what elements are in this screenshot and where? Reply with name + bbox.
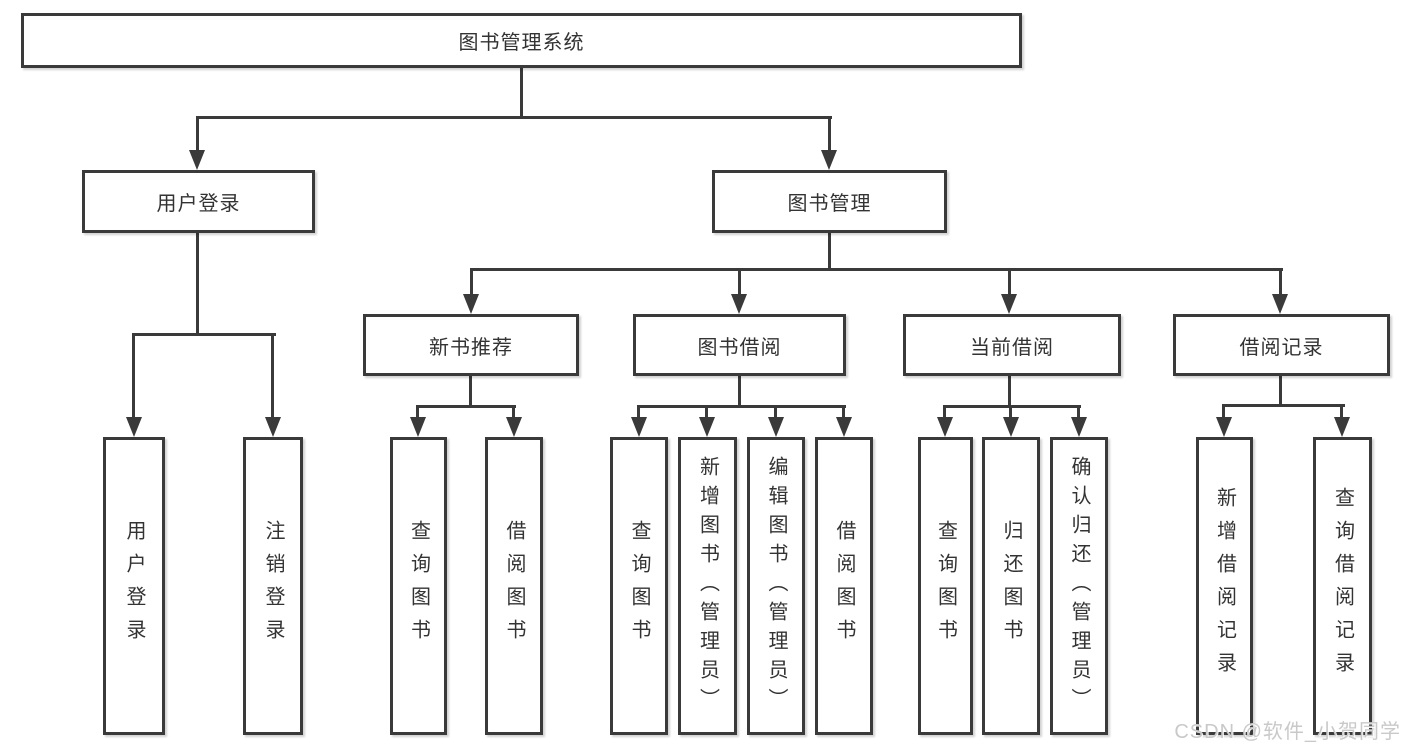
connector-line <box>1279 269 1282 296</box>
arrowhead <box>768 417 784 437</box>
node-label: 当前借阅 <box>970 336 1054 359</box>
node-current-borrow: 当前借阅 <box>903 314 1121 376</box>
leaf-query-borrow-record: 查询借阅记录 <box>1313 437 1372 735</box>
leaf-add-books-admin: 新增图书（管理员） <box>678 437 737 735</box>
leaf-label: 新增借阅记录 <box>1213 487 1236 685</box>
connector-line <box>828 233 831 271</box>
arrowhead <box>699 417 715 437</box>
node-root-library-system: 图书管理系统 <box>21 13 1022 68</box>
connector-line <box>1222 404 1345 407</box>
node-label: 图书管理系统 <box>458 32 585 54</box>
arrowhead <box>1071 417 1087 437</box>
arrowhead <box>937 417 953 437</box>
leaf-add-borrow-record: 新增借阅记录 <box>1196 437 1253 735</box>
connector-line <box>774 405 777 419</box>
leaf-label: 注销登录 <box>262 520 284 652</box>
connector-line <box>1077 405 1080 419</box>
connector-line <box>943 405 946 419</box>
connector-line <box>1340 404 1343 419</box>
arrowhead <box>1216 417 1232 437</box>
leaf-label: 用户登录 <box>123 520 145 652</box>
csdn-watermark: CSDN @软件_小贺同学 <box>1174 721 1401 743</box>
arrowhead <box>731 294 747 314</box>
connector-line <box>637 405 846 408</box>
arrowhead <box>1003 417 1019 437</box>
node-label: 借阅记录 <box>1239 336 1324 359</box>
leaf-label: 归还图书 <box>1000 520 1022 652</box>
leaf-label: 编辑图书（管理员） <box>765 455 787 717</box>
connector-line <box>520 68 523 119</box>
leaf-return-books: 归还图书 <box>982 437 1040 735</box>
arrowhead <box>126 417 142 437</box>
leaf-label: 查询图书 <box>407 520 430 652</box>
leaf-label: 借阅图书 <box>503 520 525 652</box>
leaf-query-books-1: 查询图书 <box>390 437 447 735</box>
connector-line <box>1008 269 1011 296</box>
connector-line <box>512 405 515 419</box>
node-label: 图书管理 <box>787 193 872 215</box>
leaf-edit-books-admin: 编辑图书（管理员） <box>747 437 805 735</box>
leaf-logout: 注销登录 <box>243 437 303 735</box>
connector-line <box>705 405 708 419</box>
arrowhead <box>265 417 281 437</box>
arrowhead <box>506 417 522 437</box>
connector-line <box>943 405 1081 408</box>
connector-line <box>132 333 135 419</box>
node-borrow-records: 借阅记录 <box>1173 314 1390 376</box>
leaf-label: 查询图书 <box>628 520 650 652</box>
arrowhead <box>836 417 852 437</box>
connector-line <box>469 376 472 407</box>
connector-line <box>1222 404 1225 419</box>
connector-line <box>1008 376 1011 407</box>
leaf-borrow-books-2: 借阅图书 <box>815 437 873 735</box>
node-new-book-recommend: 新书推荐 <box>363 314 579 376</box>
arrowhead <box>189 150 205 170</box>
connector-line <box>1009 405 1012 419</box>
leaf-user-login: 用户登录 <box>103 437 165 735</box>
connector-line <box>842 405 845 419</box>
connector-line <box>416 405 419 419</box>
node-label: 新书推荐 <box>429 336 513 359</box>
leaf-query-books-2: 查询图书 <box>610 437 668 735</box>
node-label: 图书借阅 <box>697 336 782 359</box>
leaf-confirm-return-admin: 确认归还（管理员） <box>1050 437 1108 735</box>
arrowhead <box>821 150 837 170</box>
connector-line <box>470 269 473 296</box>
connector-line <box>196 233 199 335</box>
leaf-label: 查询借阅记录 <box>1331 487 1354 685</box>
connector-line <box>828 117 831 152</box>
connector-line <box>271 333 274 419</box>
connector-line <box>470 268 1283 271</box>
node-label: 用户登录 <box>156 193 241 215</box>
node-book-management: 图书管理 <box>712 170 947 233</box>
connector-line <box>738 376 741 407</box>
connector-line <box>196 116 832 119</box>
connector-line <box>738 269 741 296</box>
arrowhead <box>410 417 426 437</box>
leaf-label: 查询图书 <box>934 520 957 652</box>
arrowhead <box>1334 417 1350 437</box>
arrowhead <box>1272 294 1288 314</box>
arrowhead <box>1001 294 1017 314</box>
leaf-query-books-3: 查询图书 <box>918 437 973 735</box>
node-book-borrow: 图书借阅 <box>633 314 846 376</box>
connector-line <box>637 405 640 419</box>
connector-line <box>196 117 199 152</box>
leaf-borrow-books-1: 借阅图书 <box>485 437 543 735</box>
connector-line <box>416 405 516 408</box>
leaf-label: 新增图书（管理员） <box>696 455 719 717</box>
leaf-label: 借阅图书 <box>833 520 855 652</box>
arrowhead <box>463 294 479 314</box>
connector-line <box>1279 376 1282 406</box>
arrowhead <box>631 417 647 437</box>
node-user-login: 用户登录 <box>82 170 315 233</box>
connector-line <box>132 333 276 336</box>
leaf-label: 确认归还（管理员） <box>1068 455 1090 717</box>
